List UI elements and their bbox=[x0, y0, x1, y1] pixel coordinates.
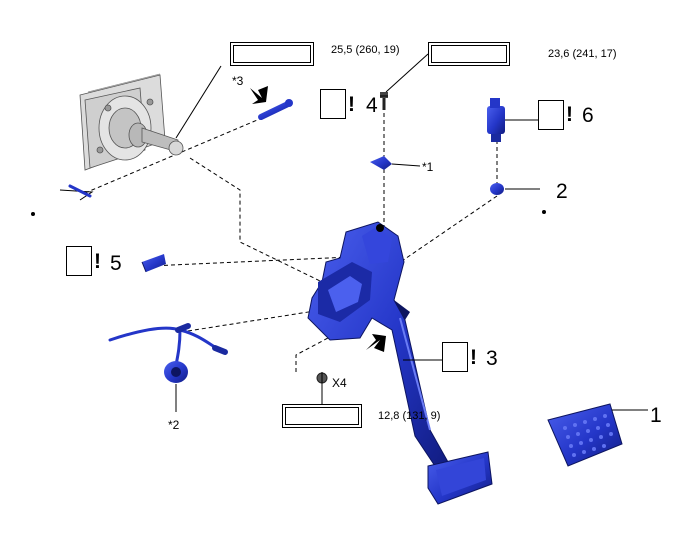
torque-spec-nut: 12,8 (131, 9) bbox=[378, 410, 441, 422]
callout-1: 1 bbox=[650, 404, 662, 427]
bracket-part bbox=[370, 156, 421, 170]
pointer-arrow-pin bbox=[250, 86, 268, 104]
cushion-part bbox=[490, 183, 540, 195]
brake-booster-illustration bbox=[79, 73, 184, 171]
clevis-pin-part bbox=[258, 99, 293, 120]
clip-part bbox=[59, 184, 94, 201]
pedal-pad-part bbox=[547, 403, 648, 467]
bolt-part bbox=[380, 92, 388, 110]
torque-box-nut bbox=[282, 404, 362, 428]
torque-spec-bolt: 25,5 (260, 19) bbox=[331, 44, 400, 56]
caution-mark-4: ! bbox=[348, 93, 355, 116]
caution-box-6 bbox=[538, 100, 564, 130]
callout-3: 3 bbox=[486, 347, 498, 370]
callout-2: 2 bbox=[556, 180, 568, 203]
leader-lines bbox=[175, 53, 429, 404]
torque-box-bolt bbox=[428, 42, 510, 66]
callout-6: 6 bbox=[582, 104, 594, 127]
pointer-arrow-arm bbox=[366, 334, 386, 352]
caution-mark-3: ! bbox=[470, 346, 477, 369]
bushing-part bbox=[141, 254, 166, 273]
marker-dot-left bbox=[31, 212, 35, 216]
note-star2: *2 bbox=[168, 418, 180, 432]
caution-box-5 bbox=[66, 246, 92, 276]
stop-lamp-switch-part bbox=[487, 98, 538, 142]
caution-box-4 bbox=[320, 89, 346, 119]
callout-4: 4 bbox=[366, 94, 378, 117]
marker-dot-right bbox=[542, 210, 546, 214]
torque-box-booster bbox=[230, 42, 314, 66]
pedal-position-sensor-part bbox=[164, 361, 188, 412]
caution-mark-6: ! bbox=[566, 103, 573, 126]
assembly-guide-lines bbox=[84, 113, 498, 398]
callout-5: 5 bbox=[110, 252, 122, 275]
wire-harness-part bbox=[108, 323, 228, 367]
brake-pedal-assembly-part bbox=[307, 221, 493, 505]
caution-box-3 bbox=[442, 342, 468, 372]
note-x4: X4 bbox=[332, 376, 347, 390]
caution-mark-5: ! bbox=[94, 250, 101, 273]
note-star3: *3 bbox=[232, 74, 244, 88]
note-star1: *1 bbox=[422, 160, 434, 174]
torque-spec-switch: 23,6 (241, 17) bbox=[548, 48, 617, 60]
